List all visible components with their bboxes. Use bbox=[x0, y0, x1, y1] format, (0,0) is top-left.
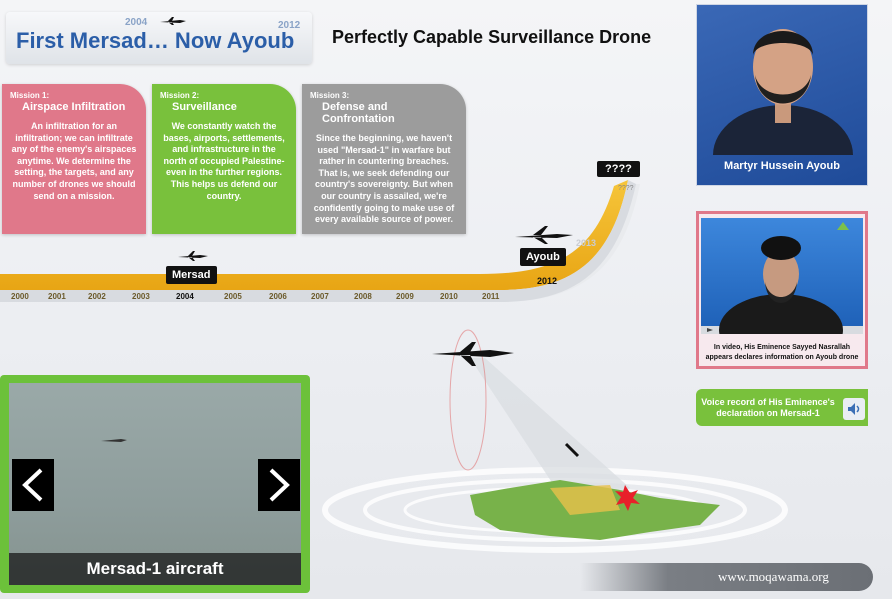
mission-title: Defense and Confrontation bbox=[322, 101, 395, 125]
footer-bar bbox=[580, 563, 873, 591]
timeline-next-year: 2013 bbox=[576, 238, 597, 248]
page-subtitle: Perfectly Capable Surveillance Drone bbox=[332, 27, 652, 47]
timeline-year: 2004 bbox=[176, 292, 194, 301]
mersad-tag[interactable]: Mersad bbox=[166, 266, 217, 284]
ayoub-drone-icon bbox=[515, 226, 573, 244]
mission-text: We constantly watch the bases, airports,… bbox=[163, 121, 285, 201]
chevron-right-icon bbox=[269, 468, 290, 502]
mission-label: Mission 3: bbox=[310, 91, 350, 100]
voice-record-button[interactable] bbox=[696, 389, 868, 426]
portrait-figure-icon bbox=[713, 29, 853, 205]
timeline-year: 2009 bbox=[396, 292, 414, 301]
mission-card-surveillance[interactable]: Mission 2: Surveillance We constantly wa… bbox=[152, 84, 296, 234]
header-drone-icon bbox=[160, 17, 186, 25]
timeline-year: 2005 bbox=[224, 292, 242, 301]
mersad-drone-icon bbox=[178, 251, 208, 261]
mission-label: Mission 1: bbox=[10, 91, 50, 100]
mission-card-defense[interactable]: Mission 3: Defense and Confrontation Sin… bbox=[302, 84, 466, 234]
ayoub-year: 2012 bbox=[537, 276, 558, 286]
timeline-year: 2006 bbox=[269, 292, 287, 301]
explosion-icon bbox=[615, 485, 640, 511]
voice-record-label: Voice record of His Eminence's declarati… bbox=[701, 397, 835, 418]
mission-label: Mission 2: bbox=[160, 91, 200, 100]
chevron-left-icon bbox=[22, 468, 43, 502]
mission-title: Airspace Infiltration bbox=[22, 101, 126, 113]
gallery-caption: Mersad-1 aircraft bbox=[9, 553, 301, 585]
unknown-future-tag[interactable]: ???? bbox=[597, 161, 640, 177]
mission-card-infiltration[interactable]: Mission 1: Airspace Infiltration An infi… bbox=[2, 84, 146, 234]
mission-text: Since the beginning, we haven't used "Me… bbox=[313, 133, 455, 225]
speaker-icon[interactable] bbox=[843, 398, 865, 420]
portrait-caption: Martyr Hussein Ayoub bbox=[724, 160, 840, 172]
video-caption: In video, His Eminence Sayyed Nasrallah … bbox=[705, 344, 859, 361]
timeline-year: 2002 bbox=[88, 292, 106, 301]
gallery-next-button[interactable] bbox=[258, 459, 300, 511]
video-player[interactable] bbox=[701, 218, 863, 366]
missile-icon bbox=[564, 442, 580, 458]
timeline-year: 2011 bbox=[482, 292, 500, 301]
page-title: First Mersad… Now Ayoub bbox=[16, 28, 295, 53]
gallery-image bbox=[9, 383, 301, 585]
header-year-end: 2012 bbox=[278, 20, 301, 31]
ayoub-flying-drone-icon bbox=[432, 342, 514, 366]
timeline-year: 2003 bbox=[132, 292, 150, 301]
portrait-photo bbox=[696, 4, 868, 205]
mission-text: An infiltration for an infiltration; we … bbox=[11, 121, 137, 201]
gallery-prev-button[interactable] bbox=[12, 459, 54, 511]
timeline-year: 2008 bbox=[354, 292, 372, 301]
ayoub-tag[interactable]: Ayoub bbox=[520, 248, 566, 266]
gallery-drone-icon bbox=[101, 439, 127, 442]
timeline-year: 2001 bbox=[48, 292, 66, 301]
timeline-ribbon bbox=[0, 180, 640, 302]
unknown-future-trail: ???? bbox=[618, 185, 634, 192]
timeline-year: 2010 bbox=[440, 292, 458, 301]
timeline-year: 2007 bbox=[311, 292, 329, 301]
header-banner bbox=[6, 12, 312, 64]
footer-url[interactable]: www.moqawama.org bbox=[718, 569, 829, 584]
header-year-start: 2004 bbox=[125, 17, 148, 28]
surveillance-scene bbox=[322, 329, 788, 553]
mission-title: Surveillance bbox=[172, 101, 237, 113]
timeline-year: 2000 bbox=[11, 292, 29, 301]
